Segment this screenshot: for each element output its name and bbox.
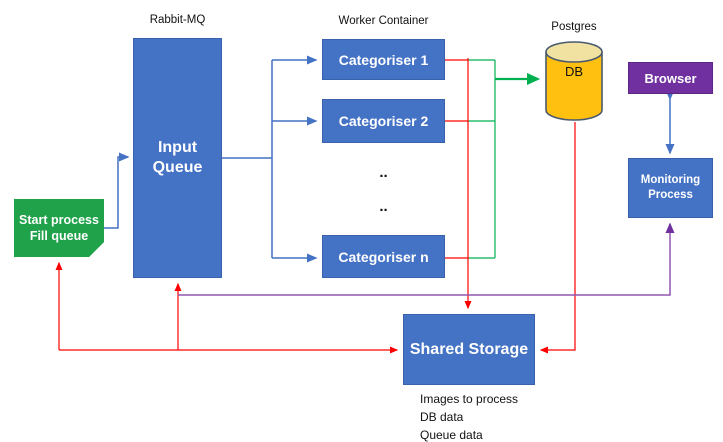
categoriser-2-text: Categoriser 2 — [338, 113, 429, 129]
categoriser-n-text: Categoriser n — [338, 248, 429, 265]
categoriser-1-text: Categoriser 1 — [338, 51, 429, 68]
categoriser-1-node: Categoriser 1 — [322, 39, 445, 80]
monitoring-process-text: Monitoring Process — [640, 174, 701, 201]
postgres-label: Postgres — [551, 21, 597, 33]
categoriser-n-node: Categoriser n — [322, 235, 445, 278]
input-queue-text: Input Queue — [152, 139, 203, 176]
wire-green-bus — [468, 59, 496, 259]
browser-text: Browser — [644, 70, 697, 86]
rabbitmq-label: Rabbit-MQ — [149, 14, 206, 26]
shared-storage-text: Shared Storage — [409, 340, 529, 358]
ellipsis-between-categorisers: .. — [379, 198, 388, 215]
shared-storage-notes: Images to process DB data Queue data — [420, 390, 518, 442]
wire-red-cat-stubs — [445, 59, 468, 259]
start-process-node: Start process Fill queue — [14, 199, 104, 257]
input-queue-node: Input Queue — [133, 38, 222, 278]
db-label: DB — [564, 64, 584, 79]
categoriser-2-node: Categoriser 2 — [322, 99, 445, 143]
start-process-line2: Fill queue — [29, 229, 89, 243]
note-db-data: DB data — [420, 410, 464, 424]
wire-start-to-inputqueue — [104, 152, 130, 229]
monitoring-process-node: Monitoring Process — [628, 158, 713, 218]
start-process-line1: Start process — [19, 213, 99, 227]
browser-node: Browser — [628, 62, 713, 94]
wire-inputqueue-bus — [222, 60, 273, 258]
folded-corner — [89, 242, 104, 257]
worker-container-label: Worker Container — [338, 15, 429, 27]
note-queue-data: Queue data — [420, 428, 483, 442]
note-images-to-process: Images to process — [420, 392, 519, 406]
db-cylinder — [545, 41, 603, 121]
ellipsis-between-categorisers: .. — [379, 164, 388, 181]
wire-db-to-storage — [539, 122, 576, 354]
shared-storage-node: Shared Storage — [403, 314, 535, 385]
